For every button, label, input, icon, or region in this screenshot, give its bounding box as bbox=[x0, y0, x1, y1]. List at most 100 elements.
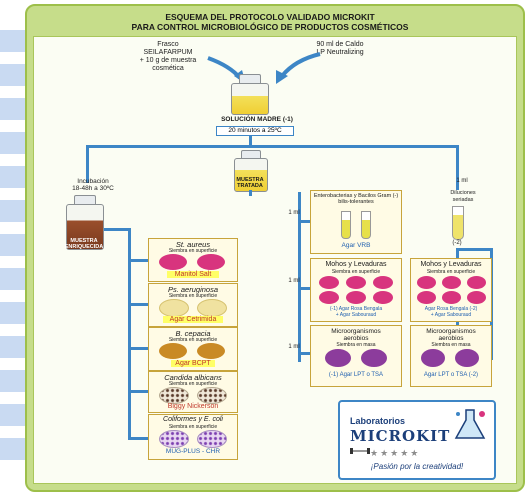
culture-medium: Agar Rosa Bengala (-2) + Agar Sabouraud bbox=[424, 306, 478, 318]
poster-title-line2: PARA CONTROL MICROBIOLÓGICO DE PRODUCTOS… bbox=[131, 22, 409, 32]
connector bbox=[130, 437, 148, 440]
test-tube bbox=[341, 211, 351, 239]
petri-dish bbox=[319, 291, 339, 304]
connector bbox=[249, 190, 252, 196]
petri-dish bbox=[319, 276, 339, 289]
culture-sub: Siembra en superficie bbox=[168, 381, 218, 387]
petri-dish bbox=[361, 349, 387, 367]
petri-dish bbox=[455, 349, 479, 367]
culture-medium: Agar VRB bbox=[341, 242, 371, 249]
petri-dish bbox=[197, 387, 227, 404]
petri-dish bbox=[442, 276, 461, 289]
culture-box-aerobes-1: Microorganismos aerobios Siembra en masa… bbox=[310, 325, 402, 387]
culture-name: St. aureus bbox=[175, 240, 211, 249]
culture-medium: Agar Cetrimida bbox=[163, 316, 223, 323]
petri-dish bbox=[159, 343, 187, 359]
logo-tagline: ¡Pasión por la creatividad! bbox=[370, 462, 464, 471]
petri-dish bbox=[467, 291, 486, 304]
connector bbox=[86, 145, 458, 148]
connector bbox=[456, 145, 459, 190]
culture-sub: Siembra en superficie bbox=[168, 424, 218, 430]
culture-box-staph: St. aureus Siembra en superficie Manitol… bbox=[148, 238, 238, 282]
culture-name: Mohos y Levaduras bbox=[325, 261, 387, 268]
enriched-label: MUESTRA ENRIQUECIDA bbox=[64, 238, 104, 250]
microkit-logo: Laboratorios MICROKIT ★★★★★ ¡Pasión por … bbox=[338, 400, 496, 480]
culture-sub: Siembra en superficie bbox=[168, 337, 218, 343]
connector bbox=[130, 347, 148, 350]
incubation-note: Incubación 18-48h a 30ºC bbox=[72, 178, 114, 192]
culture-box-coliforms: Coliformes y E. coli Siembra en superfic… bbox=[148, 414, 238, 460]
petri-dish bbox=[159, 430, 189, 448]
petri-dish bbox=[159, 299, 189, 317]
culture-box-molds-1: Mohos y Levaduras Siembra en superficie … bbox=[310, 258, 402, 322]
culture-box-aerobes-2: Microorganismos aerobios Siembra en masa… bbox=[410, 325, 492, 387]
converging-arrows bbox=[207, 52, 321, 84]
connector bbox=[130, 259, 148, 262]
culture-sub: Siembra en superficie bbox=[426, 269, 476, 275]
treated-label: MUESTRA TRATADA bbox=[236, 177, 264, 189]
petri-dish bbox=[197, 430, 227, 448]
petri-dish bbox=[325, 349, 351, 367]
culture-medium: Agar BCPT bbox=[171, 360, 215, 367]
one-ml-label: 1 ml bbox=[288, 344, 300, 350]
culture-name: Coliformes y E. coli bbox=[163, 416, 223, 423]
sample-note: Frasco SEILAFARPUM + 10 g de muestra cos… bbox=[139, 41, 197, 72]
culture-medium: Biggy Nickerson bbox=[167, 403, 219, 410]
culture-medium: Agar LPT o TSA (-2) bbox=[423, 372, 479, 378]
petri-dish bbox=[346, 291, 366, 304]
culture-box-enterobacteria: Enterobacterias y Bacilos Gram (-) bilis… bbox=[310, 190, 402, 254]
mother-bottle bbox=[231, 83, 269, 115]
culture-sub: Siembra en masa bbox=[336, 342, 376, 348]
petri-dish bbox=[197, 254, 225, 270]
petri-dish bbox=[442, 291, 461, 304]
connector bbox=[298, 220, 310, 223]
dumbbell-icon bbox=[350, 448, 370, 454]
flask-icon bbox=[454, 409, 486, 439]
culture-name: Candida albicans bbox=[164, 373, 222, 382]
logo-label-line1: Laboratorios bbox=[350, 416, 406, 426]
tube-label: (-2) bbox=[452, 240, 462, 246]
culture-name: Ps. aeruginosa bbox=[167, 285, 219, 294]
petri-dish bbox=[417, 276, 436, 289]
enriched-bottle bbox=[66, 204, 104, 250]
culture-name: Microorganismos aerobios bbox=[426, 328, 476, 342]
petri-dish bbox=[197, 299, 227, 317]
connector bbox=[128, 228, 131, 440]
culture-name: B. cepacia bbox=[175, 329, 211, 338]
culture-name: Mohos y Levaduras bbox=[420, 261, 482, 268]
culture-box-cepacia: B. cepacia Siembra en superficie Agar BC… bbox=[148, 327, 238, 371]
culture-box-molds-2: Mohos y Levaduras Siembra en superficie … bbox=[410, 258, 492, 322]
culture-sub: Siembra en superficie bbox=[168, 248, 218, 254]
one-ml-label: 1 ml bbox=[288, 210, 300, 216]
connector bbox=[458, 248, 492, 251]
test-tube bbox=[361, 211, 371, 239]
culture-medium: Manitol Salt bbox=[167, 271, 219, 278]
culture-name: Microorganismos aerobios bbox=[331, 328, 381, 342]
petri-dish bbox=[373, 276, 393, 289]
culture-box-candida: Candida albicans Siembra en superficie B… bbox=[148, 371, 238, 413]
petri-dish bbox=[159, 387, 189, 404]
culture-box-pseudomonas: Ps. aeruginosa Siembra en superficie Aga… bbox=[148, 283, 238, 327]
culture-medium: MUG-PLUS - CHR bbox=[165, 448, 221, 455]
culture-sub: Siembra en superficie bbox=[331, 269, 381, 275]
petri-dish bbox=[197, 343, 225, 359]
poster-title-line1: ESQUEMA DEL PROTOCOLO VALIDADO MICROKIT bbox=[165, 12, 375, 22]
culture-medium: (-1) Agar LPT o TSA bbox=[328, 372, 384, 378]
petri-dish bbox=[159, 254, 187, 270]
connector bbox=[130, 390, 148, 393]
petri-dish bbox=[467, 276, 486, 289]
petri-dish bbox=[346, 276, 366, 289]
culture-medium: (-1) Agar Rosa Bengala + Agar Sabouraud bbox=[329, 306, 383, 318]
one-ml-label: 1 ml bbox=[288, 278, 300, 284]
broth-note: 90 ml de Caldo LP Neutralizing bbox=[316, 41, 364, 56]
mother-time: 20 minutos a 25ºC bbox=[216, 126, 294, 136]
dilution-note: Diluciones seriadas bbox=[450, 190, 476, 203]
petri-dish bbox=[373, 291, 393, 304]
connector bbox=[298, 352, 310, 355]
connector bbox=[130, 303, 148, 306]
petri-dish bbox=[417, 291, 436, 304]
culture-sub: Siembra en superficie bbox=[168, 293, 218, 299]
connector bbox=[249, 135, 252, 147]
connector bbox=[298, 192, 301, 362]
one-ml-label: 1 ml bbox=[456, 178, 468, 184]
